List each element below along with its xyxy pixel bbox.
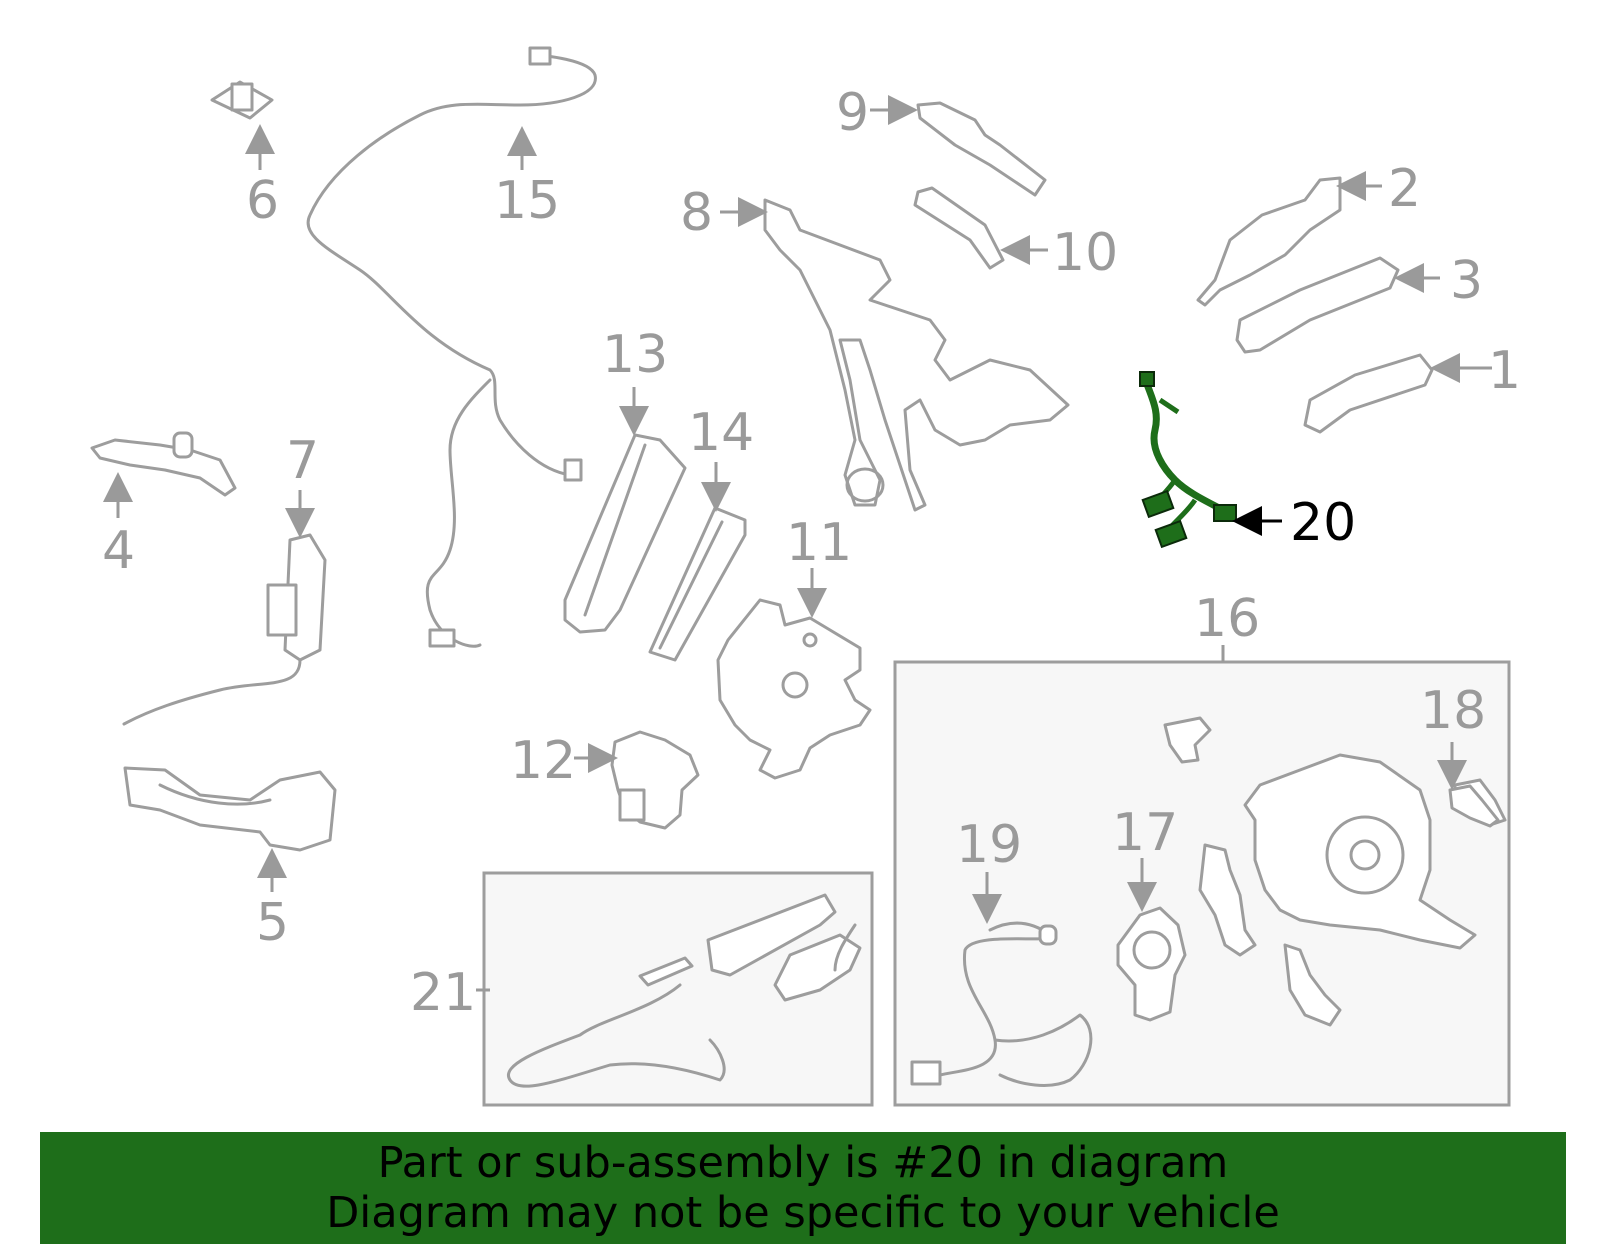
part-3-trim[interactable]	[1235, 256, 1400, 354]
callout-12: 12	[510, 731, 576, 791]
part-5-handle[interactable]	[123, 766, 337, 852]
part-8-frame[interactable]	[763, 198, 1070, 512]
callout-15: 15	[494, 171, 560, 231]
part-6-bracket[interactable]	[210, 80, 274, 120]
callout-7: 7	[286, 431, 319, 491]
callout-19: 19	[956, 815, 1022, 875]
callout-9: 9	[836, 83, 869, 143]
part-18-clip[interactable]	[1448, 784, 1500, 828]
part-19-harness[interactable]	[910, 921, 1093, 1087]
part-21-cable-kit[interactable]	[506, 893, 862, 1088]
callout-6: 6	[246, 171, 279, 231]
part-10-strip[interactable]	[913, 186, 1005, 270]
callout-13: 13	[602, 325, 668, 385]
callout-5: 5	[256, 893, 289, 953]
callout-21: 21	[410, 963, 476, 1023]
part-17-motor[interactable]	[1116, 906, 1187, 1022]
part-14-seal[interactable]	[648, 506, 747, 662]
callout-11: 11	[786, 513, 852, 573]
banner-line-2: Diagram may not be specific to your vehi…	[326, 1188, 1280, 1238]
part-11-latch[interactable]	[716, 598, 872, 780]
banner-line-1: Part or sub-assembly is #20 in diagram	[377, 1138, 1229, 1188]
part-15-harness[interactable]	[306, 46, 597, 648]
callout-17: 17	[1112, 803, 1178, 863]
callout-3: 3	[1450, 251, 1483, 311]
callout-14: 14	[688, 403, 754, 463]
part-7-actuator[interactable]	[122, 533, 327, 726]
part-9-reinforcement[interactable]	[916, 101, 1047, 197]
part-12-motor[interactable]	[610, 730, 700, 830]
part-20-harness-highlighted[interactable]	[1139, 371, 1237, 549]
part-1-trim[interactable]	[1303, 353, 1434, 434]
callout-18: 18	[1420, 681, 1486, 741]
callout-4: 4	[102, 521, 135, 581]
callout-10: 10	[1052, 223, 1118, 283]
part-4-clip[interactable]	[90, 431, 237, 497]
callout-1: 1	[1488, 341, 1521, 401]
part-13-seal[interactable]	[563, 433, 687, 634]
callout-8: 8	[680, 183, 713, 243]
info-banner: Part or sub-assembly is #20 in diagram D…	[40, 1132, 1566, 1244]
part-2-bracket[interactable]	[1196, 176, 1342, 307]
callout-2: 2	[1388, 159, 1421, 219]
callout-16: 16	[1194, 589, 1260, 649]
callout-20: 20	[1290, 493, 1356, 553]
